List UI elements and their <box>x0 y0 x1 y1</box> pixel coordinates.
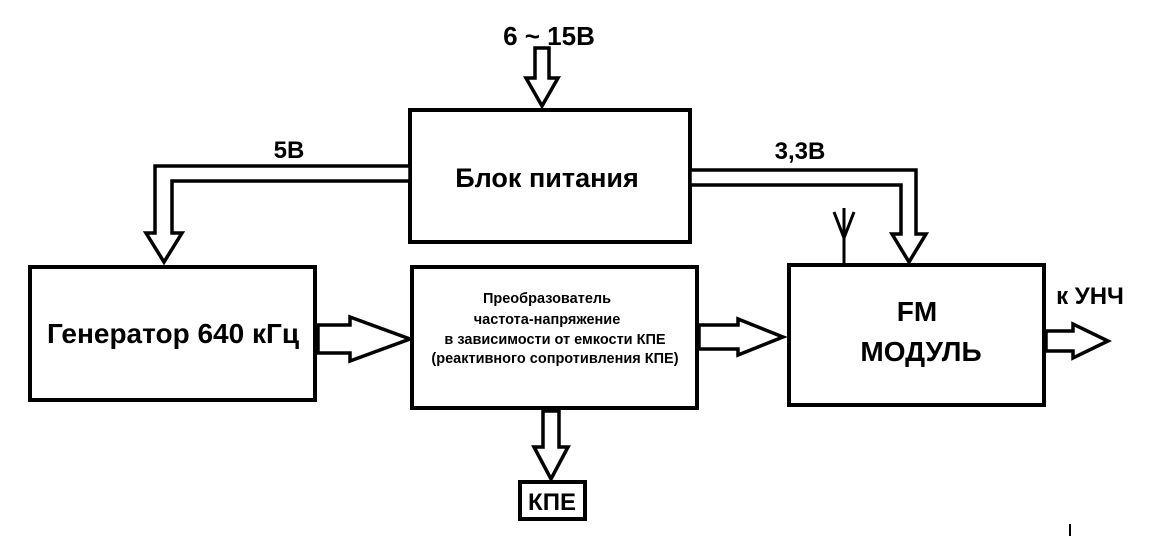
feed-3v3-arrow <box>688 168 930 266</box>
antenna-icon <box>832 208 856 264</box>
generator-label: Генератор 640 кГц <box>47 318 299 349</box>
fm-module-line-1: FM <box>897 296 937 327</box>
kpe-label: КПЕ <box>528 489 576 516</box>
feed-5v-arrow <box>142 164 412 266</box>
fm-module-line-2: МОДУЛЬ <box>860 336 981 367</box>
voltage-3v3-label: 3,3В <box>775 138 826 165</box>
converter-line-3: в зависимости от емкости КПЕ <box>444 332 665 348</box>
converter-line-2: частота-напряжение <box>474 312 621 328</box>
converter-line-4: (реактивного сопротивления КПЕ) <box>431 351 678 367</box>
output-arrow <box>1044 321 1113 361</box>
input-arrow <box>522 46 562 110</box>
power-unit-label: Блок питания <box>455 163 639 193</box>
power-unit-block <box>408 108 692 244</box>
converter-to-fm-arrow <box>697 316 788 358</box>
kpe-box <box>518 480 587 521</box>
output-label: к УНЧ <box>1056 283 1124 310</box>
gen-to-converter-arrow <box>316 314 416 364</box>
input-voltage-label: 6 ~ 15В <box>503 21 595 51</box>
generator-block <box>28 265 317 402</box>
converter-block <box>410 265 699 410</box>
stray-mark <box>1069 524 1071 536</box>
fm-module-block <box>787 263 1046 407</box>
converter-to-kpe-arrow <box>531 409 571 483</box>
converter-line-1: Преобразователь <box>483 291 611 307</box>
voltage-5v-label: 5В <box>274 137 305 164</box>
